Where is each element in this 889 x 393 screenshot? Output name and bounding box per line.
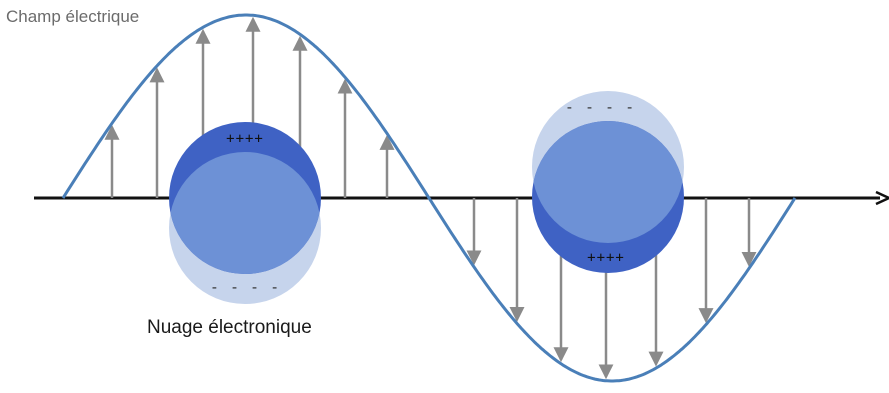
left-atom: ++++ - - - - — [169, 122, 321, 304]
right-atom: - - - - ++++ — [532, 91, 684, 273]
left-positive-charges: ++++ — [226, 131, 264, 147]
left-negative-charges: - - - - — [210, 278, 280, 296]
right-negative-charges: - - - - — [565, 98, 635, 116]
axis-arrowhead-icon — [875, 190, 889, 206]
right-positive-charges: ++++ — [587, 250, 625, 266]
electric-field-wave — [61, 13, 797, 383]
electric-field-label: Champ électrique — [6, 7, 140, 26]
electron-cloud-label: Nuage électronique — [147, 317, 312, 338]
